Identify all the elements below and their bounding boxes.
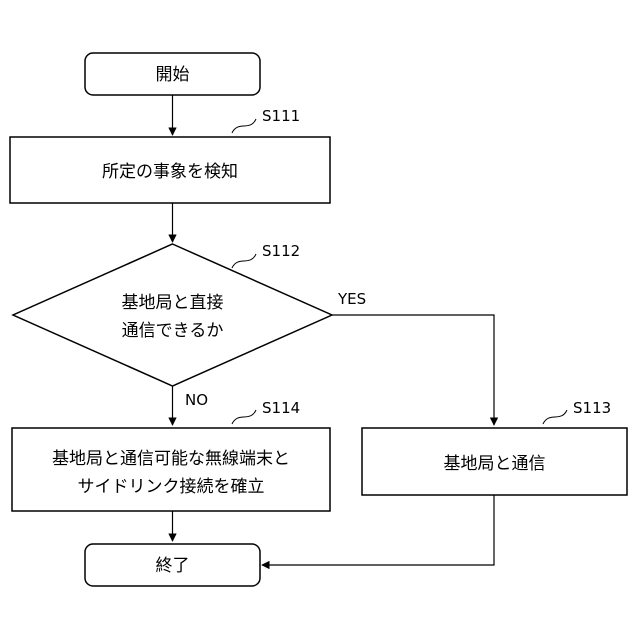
s112-step-label: S112 (262, 242, 300, 260)
s111-step-leader (232, 119, 256, 133)
s112-step-leader (232, 254, 256, 268)
s113-node: 基地局と通信 (362, 428, 627, 495)
s111-node: 所定の事象を検知 (10, 137, 330, 203)
s114-step-label: S114 (262, 399, 300, 417)
s112-label-line2: 通信できるか (122, 321, 224, 341)
start-node: 開始 (85, 53, 260, 95)
s114-node: 基地局と通信可能な無線端末と サイドリンク接続を確立 (12, 428, 330, 511)
s111-step-label: S111 (262, 107, 300, 125)
s114-label-line2: サイドリンク接続を確立 (78, 477, 265, 497)
end-node: 終了 (85, 544, 260, 586)
s114-step-leader (232, 410, 256, 424)
start-label: 開始 (156, 65, 190, 85)
yes-branch-label: YES (337, 290, 366, 308)
s112-label-line1: 基地局と直接 (122, 293, 224, 313)
arrow-s112-yes-to-s113 (332, 315, 494, 425)
s113-label: 基地局と通信 (444, 454, 546, 474)
end-label: 終了 (156, 556, 190, 576)
s112-node: 基地局と直接 通信できるか (13, 244, 332, 386)
no-branch-label: NO (185, 391, 208, 409)
s111-label: 所定の事象を検知 (102, 162, 238, 182)
s113-step-leader (543, 410, 567, 424)
s113-step-label: S113 (573, 399, 611, 417)
s114-label-line1: 基地局と通信可能な無線端末と (52, 449, 290, 469)
